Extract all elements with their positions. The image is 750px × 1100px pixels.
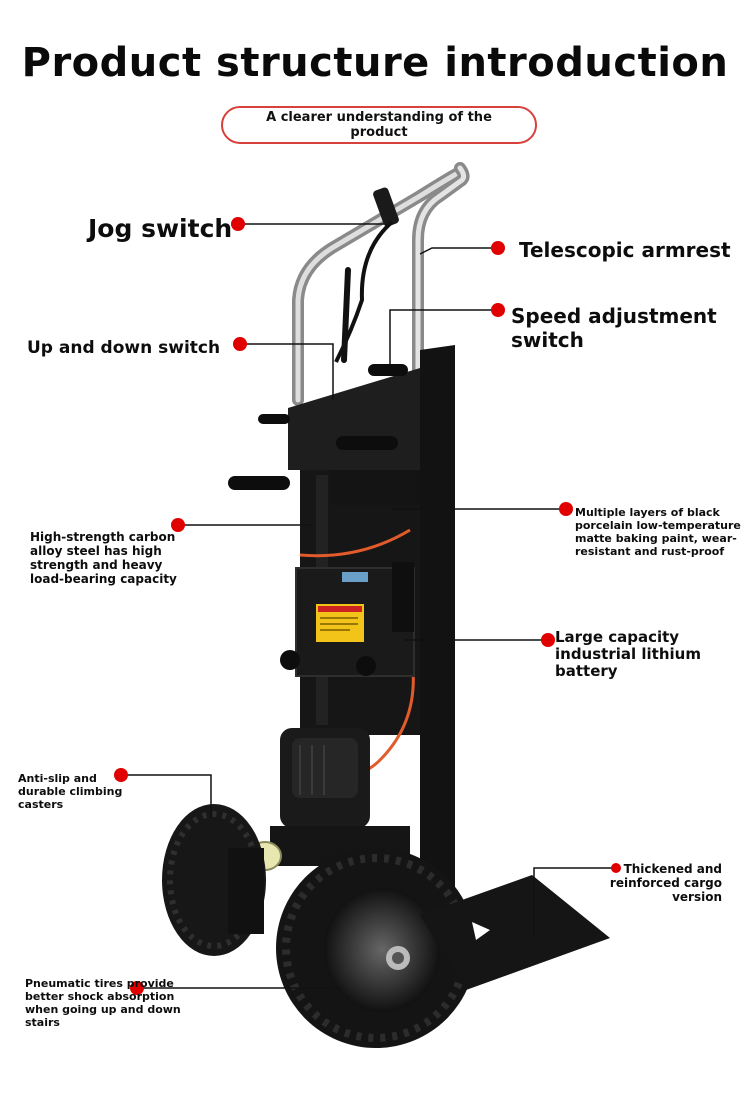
callout-markers — [121, 223, 616, 989]
control-box — [288, 368, 420, 470]
callout-climbing-casters: Anti-slip and durable climbing casters — [18, 772, 123, 811]
dot-carbon-steel — [171, 518, 185, 532]
dot-up-down-switch — [233, 337, 247, 351]
callout-lithium-battery: Large capacity industrial lithium batter… — [555, 628, 701, 680]
dot-climbing-casters — [114, 768, 128, 782]
callout-pneumatic-tires: Pneumatic tires provide better shock abs… — [25, 977, 181, 1029]
rear-wheel — [162, 804, 266, 956]
dot-speed-switch — [491, 303, 505, 317]
dot-pneumatic-tires — [130, 981, 144, 995]
handle — [292, 162, 470, 726]
callout-carbon-steel: High-strength carbon alloy steel has hig… — [30, 530, 177, 586]
callout-telescopic-armrest: Telescopic armrest — [519, 238, 731, 262]
page-title: Product structure introduction — [21, 40, 729, 86]
front-wheel — [276, 848, 476, 1048]
subtitle-pill: A clearer understanding of the product — [221, 106, 537, 144]
dot-baking-paint — [559, 502, 573, 516]
callout-jog-switch: Jog switch — [88, 214, 233, 243]
battery — [280, 562, 415, 677]
callout-up-down-switch: Up and down switch — [27, 338, 221, 358]
callout-cargo-plate: Thickened and reinforced cargo version — [609, 862, 722, 904]
cargo-plate — [420, 875, 610, 990]
subtitle-text: A clearer understanding of the product — [266, 110, 492, 140]
callout-baking-paint: Multiple layers of black porcelain low-t… — [575, 506, 741, 558]
dot-cargo-plate — [611, 863, 621, 873]
dot-jog-switch — [231, 217, 245, 231]
dot-lithium-battery — [541, 633, 555, 647]
dot-telescopic-armrest — [491, 241, 505, 255]
callout-speed-adjustment-switch: Speed adjustment switch — [511, 304, 717, 352]
